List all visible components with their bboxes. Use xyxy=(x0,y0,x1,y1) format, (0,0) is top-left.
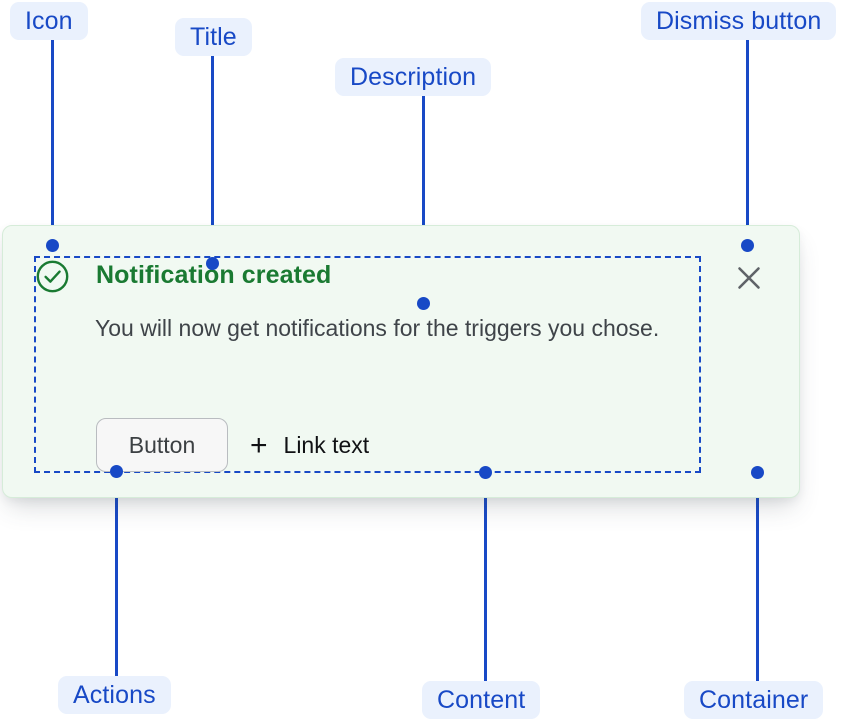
annotation-label-title: Title xyxy=(175,18,252,56)
leader-line-description xyxy=(422,96,425,304)
leader-dot-actions xyxy=(110,465,123,478)
leader-dot-icon xyxy=(46,239,59,252)
plus-icon: + xyxy=(250,428,268,462)
notification-description: You will now get notifications for the t… xyxy=(95,315,660,341)
leader-line-actions xyxy=(115,468,118,680)
annotation-label-dismiss-button: Dismiss button xyxy=(641,2,837,40)
annotation-label-description: Description xyxy=(335,58,492,96)
leader-line-dismiss xyxy=(746,40,749,246)
annotation-label-container: Container xyxy=(684,681,824,719)
action-link-label: Link text xyxy=(283,431,370,458)
notification-actions: Button + Link text xyxy=(96,418,369,472)
annotation-label-content: Content xyxy=(422,681,541,719)
leader-line-icon xyxy=(51,40,54,246)
leader-dot-container xyxy=(751,466,764,479)
dismiss-button[interactable] xyxy=(734,263,764,293)
leader-dot-content xyxy=(479,466,492,479)
leader-dot-title xyxy=(206,257,219,270)
leader-dot-description xyxy=(417,297,430,310)
leader-line-content xyxy=(484,472,487,682)
leader-dot-dismiss xyxy=(741,239,754,252)
annotation-label-actions: Actions xyxy=(58,676,171,714)
action-link[interactable]: + Link text xyxy=(250,428,370,462)
leader-line-title xyxy=(211,56,214,264)
notification-content-region xyxy=(34,256,701,473)
action-button[interactable]: Button xyxy=(96,418,228,472)
check-circle-icon xyxy=(36,260,69,293)
annotation-label-icon: Icon xyxy=(10,2,88,40)
leader-line-container xyxy=(756,472,759,682)
